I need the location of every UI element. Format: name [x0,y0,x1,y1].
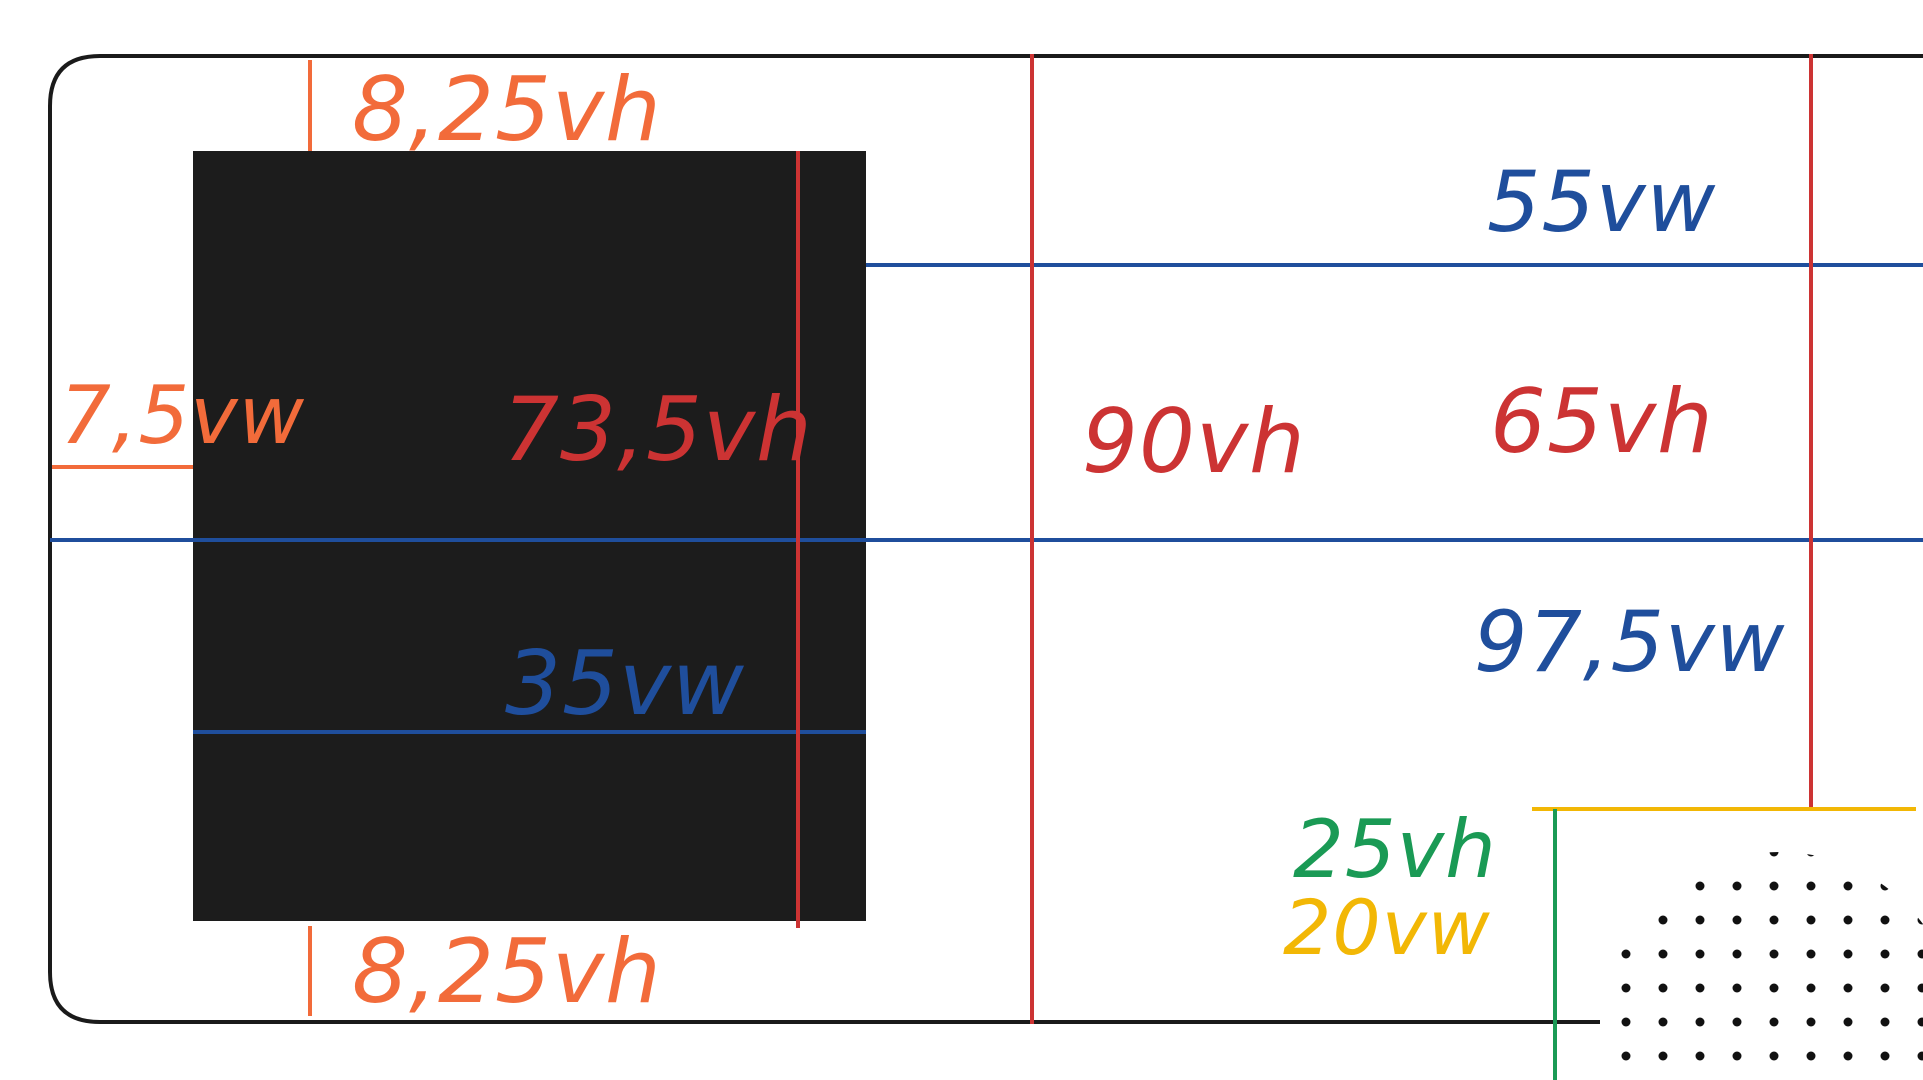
dot-pattern [1602,852,1923,1080]
label-box-height: 73,5vh [503,378,813,481]
label-top-margin: 8,25vh [352,58,662,161]
label-right-height: 65vh [1490,370,1714,473]
label-corner-height: 25vh [1293,803,1497,896]
label-left-margin: 7,5vw [60,369,305,462]
label-full-width: 97,5vw [1474,593,1786,691]
label-frame-height: 90vh [1082,390,1306,493]
label-right-top-width: 55vw [1487,153,1717,251]
label-box-width: 35vw [505,632,746,735]
label-bottom-margin: 8,25vh [352,920,662,1023]
black-box [193,151,866,921]
label-corner-width: 20vw [1283,883,1491,972]
